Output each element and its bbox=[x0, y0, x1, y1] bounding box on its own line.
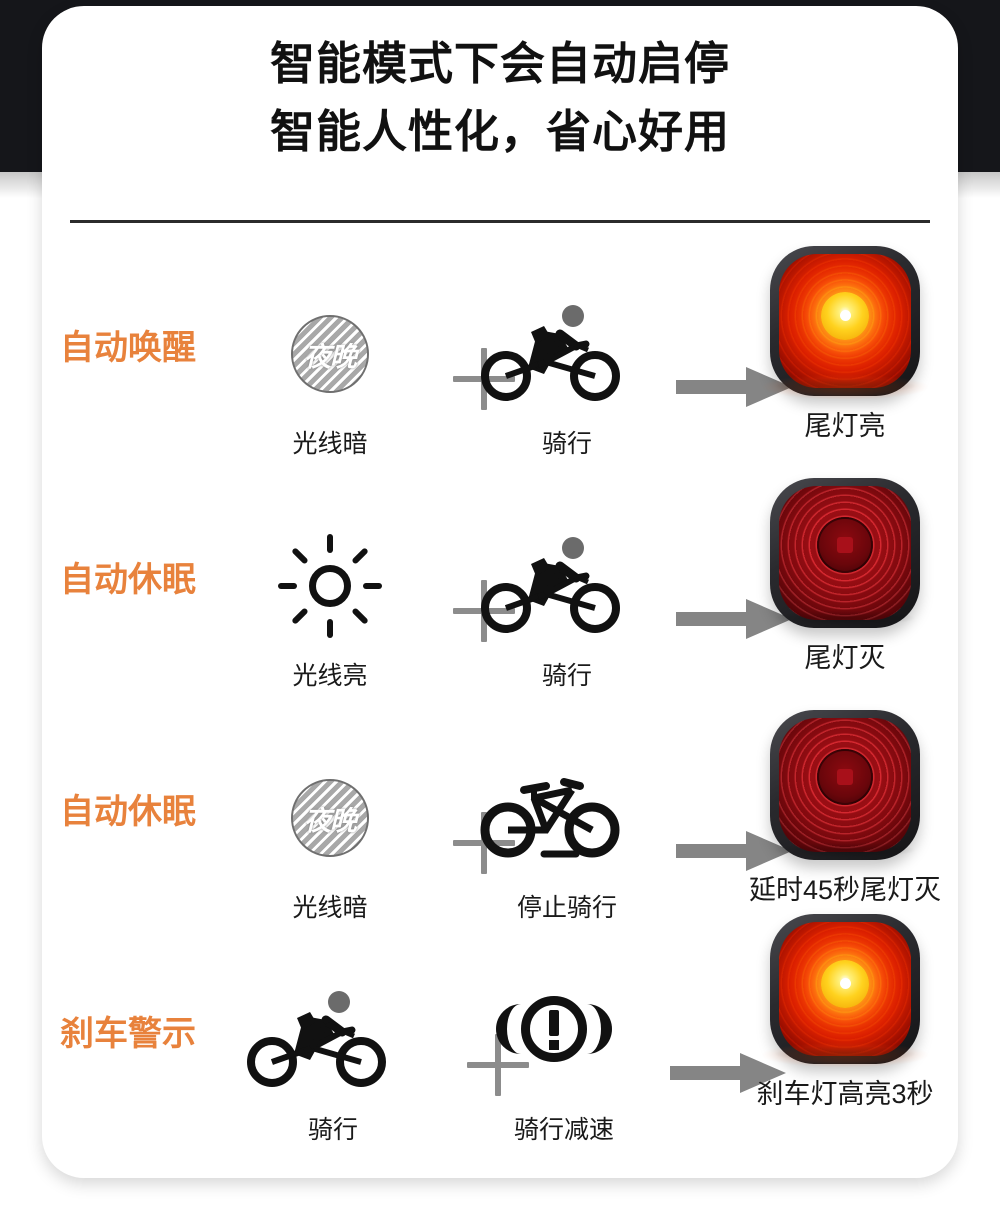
cyclist-riding-icon bbox=[238, 980, 398, 1100]
result-label: 延时45秒尾灯灭 bbox=[748, 875, 942, 905]
headline-line-2: 智能人性化，省心好用 bbox=[269, 106, 730, 157]
result-label: 尾灯亮 bbox=[804, 411, 886, 441]
plus-separator bbox=[418, 1010, 529, 1120]
condition-cell: 夜晚 光线暗 bbox=[250, 294, 410, 460]
night-icon-label: 夜晚 bbox=[304, 805, 357, 836]
arrow-right-icon bbox=[648, 1018, 808, 1128]
result-cell: 尾灯亮 bbox=[732, 246, 958, 446]
content-card: 智能模式下会自动启停 智能人性化，省心好用 自动唤醒 夜晚 光线暗 bbox=[42, 6, 958, 1178]
arrow-cell bbox=[654, 796, 792, 906]
condition-label: 光线亮 bbox=[292, 662, 368, 690]
night-circle-icon: 夜晚 bbox=[250, 758, 410, 878]
action-label: 停止骑行 bbox=[516, 894, 617, 922]
cyclist-riding-icon bbox=[472, 294, 632, 414]
condition-label: 光线暗 bbox=[292, 894, 368, 922]
plus-icon bbox=[418, 1010, 578, 1120]
condition-label: 骑行 bbox=[307, 1116, 358, 1144]
result-cell: 尾灯灭 bbox=[732, 478, 958, 678]
brake-warning-icon bbox=[474, 980, 634, 1100]
feature-row: 自动休眠 光线亮 bbox=[42, 478, 958, 710]
action-cell: 骑行 bbox=[472, 294, 662, 460]
result-cell: 延时45秒尾灯灭 bbox=[732, 710, 958, 910]
action-cell: 骑行减速 bbox=[474, 980, 654, 1146]
feature-row: 自动唤醒 夜晚 光线暗 bbox=[42, 246, 958, 478]
condition-cell: 夜晚 光线暗 bbox=[250, 758, 410, 924]
taillight-off-icon: 延时45秒尾灯灭 bbox=[732, 710, 958, 910]
taillight-on-icon: 刹车灯高亮3秒 bbox=[732, 914, 958, 1114]
arrow-cell bbox=[648, 1018, 786, 1128]
page-title: 智能模式下会自动启停 智能人性化，省心好用 bbox=[42, 30, 958, 166]
action-label: 骑行 bbox=[541, 662, 592, 690]
condition-cell: 骑行 bbox=[238, 980, 428, 1146]
result-cell: 刹车灯高亮3秒 bbox=[732, 914, 958, 1114]
taillight-on-icon: 尾灯亮 bbox=[732, 246, 958, 446]
result-label: 尾灯灭 bbox=[804, 643, 886, 673]
sun-icon bbox=[250, 526, 410, 646]
taillight-off-icon: 尾灯灭 bbox=[732, 478, 958, 678]
night-circle-icon: 夜晚 bbox=[250, 294, 410, 414]
action-cell: 骑行 bbox=[472, 526, 662, 692]
header-divider bbox=[70, 220, 930, 223]
bicycle-stopped-icon bbox=[472, 758, 632, 878]
feature-rows: 自动唤醒 夜晚 光线暗 bbox=[42, 246, 958, 1147]
action-label: 骑行减速 bbox=[513, 1116, 614, 1144]
night-icon-label: 夜晚 bbox=[304, 341, 357, 372]
mode-title: 刹车警示 bbox=[60, 1015, 196, 1053]
feature-row: 自动休眠 夜晚 光线暗 bbox=[42, 710, 958, 942]
feature-row: 刹车警示 bbox=[42, 914, 958, 1147]
condition-cell: 光线亮 bbox=[250, 526, 410, 692]
condition-label: 光线暗 bbox=[292, 430, 368, 458]
action-cell: 停止骑行 bbox=[472, 758, 662, 924]
arrow-right-icon bbox=[654, 796, 814, 906]
action-label: 骑行 bbox=[541, 430, 592, 458]
mode-title: 自动唤醒 bbox=[60, 329, 196, 367]
mode-title: 自动休眠 bbox=[60, 561, 196, 599]
cyclist-riding-icon bbox=[472, 526, 632, 646]
result-label: 刹车灯高亮3秒 bbox=[756, 1079, 934, 1109]
mode-title: 自动休眠 bbox=[60, 793, 196, 831]
headline-line-1: 智能模式下会自动启停 bbox=[269, 38, 730, 89]
